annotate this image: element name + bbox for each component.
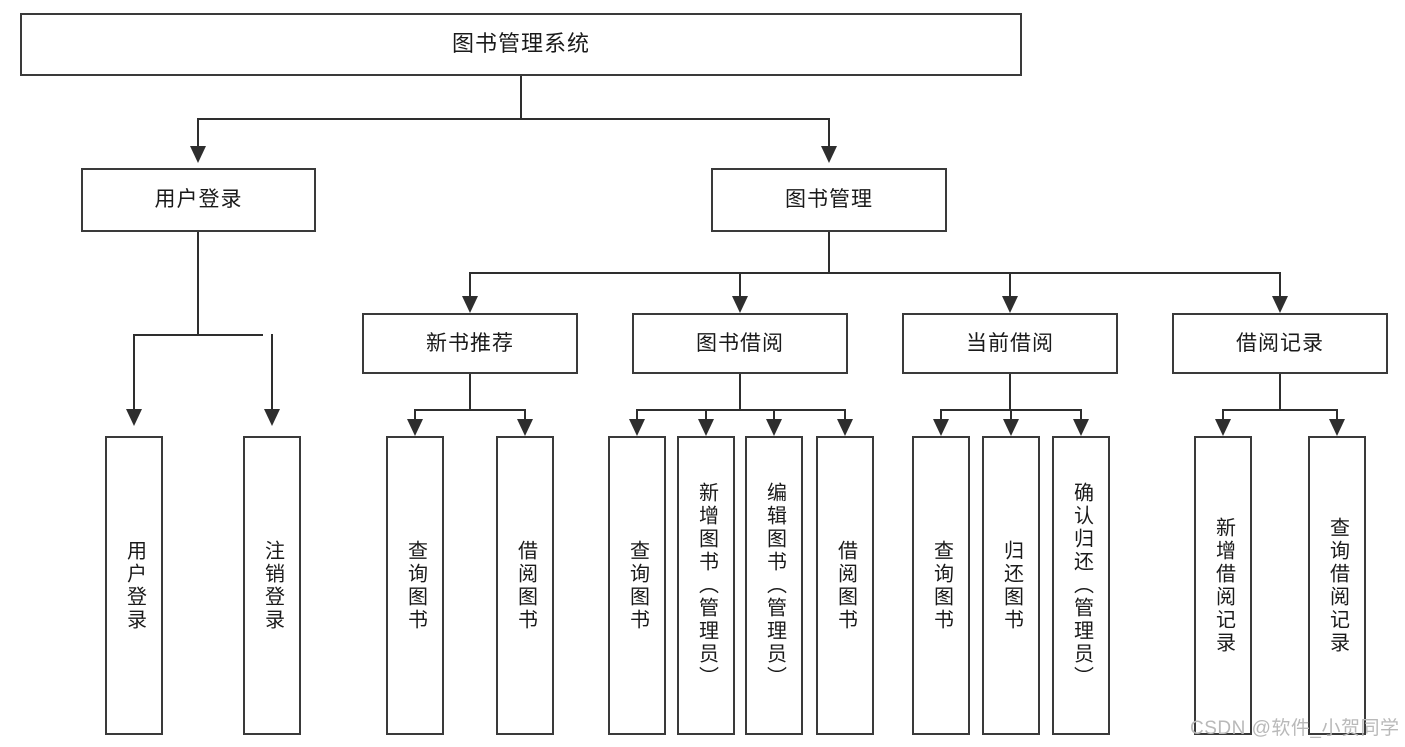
arrow-to-leaf-query-borrow-record [1329, 419, 1345, 436]
arrow-to-leaf-query-book-1 [407, 419, 423, 436]
arrow-to-leaf-borrow-book-2 [837, 419, 853, 436]
node-label: 图书管理系统 [451, 31, 590, 57]
arrow-to-book-manage [821, 146, 837, 163]
arrow-to-leaf-borrow-book-1 [517, 419, 533, 436]
node-label: 图书管理 [785, 188, 873, 212]
connector-root-drop-left [197, 118, 199, 146]
leaf-query-borrow-record[interactable]: 查询借阅记录 [1308, 436, 1366, 735]
connector-bb-drop-3 [773, 409, 775, 419]
node-label: 图书借阅 [696, 331, 784, 355]
leaf-label: 编辑图书（管理员） [763, 482, 786, 689]
arrow-to-leaf-query-book-3 [933, 419, 949, 436]
connector-bb-drop-2 [705, 409, 707, 419]
connector-br-drop-1 [1222, 409, 1224, 419]
connector-nbr-bus [414, 409, 526, 411]
leaf-label: 新增借阅记录 [1212, 516, 1235, 655]
connector-bb-drop-1 [636, 409, 638, 419]
leaf-confirm-return[interactable]: 确认归还（管理员） [1052, 436, 1110, 735]
node-book-manage[interactable]: 图书管理 [711, 168, 947, 232]
node-new-book-recommend[interactable]: 新书推荐 [362, 313, 578, 374]
connector-root-stem [520, 76, 522, 119]
connector-bm-drop-2 [739, 272, 741, 296]
node-label: 当前借阅 [966, 331, 1054, 355]
arrow-to-leaf-logout-login [264, 409, 280, 426]
leaf-add-borrow-record[interactable]: 新增借阅记录 [1194, 436, 1252, 735]
arrow-to-book-borrow [732, 296, 748, 313]
leaf-label: 用户登录 [123, 539, 146, 632]
leaf-label: 新增图书（管理员） [695, 482, 718, 689]
leaf-label: 查询图书 [626, 539, 649, 632]
leaf-user-login[interactable]: 用户登录 [105, 436, 163, 735]
connector-book-manage-stem [828, 232, 830, 273]
leaf-label: 查询图书 [404, 539, 427, 632]
leaf-edit-book[interactable]: 编辑图书（管理员） [745, 436, 803, 735]
arrow-to-leaf-confirm-return [1073, 419, 1089, 436]
arrow-to-borrow-record [1272, 296, 1288, 313]
leaf-label: 归还图书 [1000, 539, 1023, 632]
arrow-to-current-borrow [1002, 296, 1018, 313]
arrow-to-leaf-return-book [1003, 419, 1019, 436]
leaf-borrow-book-2[interactable]: 借阅图书 [816, 436, 874, 735]
connector-br-stem [1279, 374, 1281, 410]
leaf-add-book[interactable]: 新增图书（管理员） [677, 436, 735, 735]
arrow-to-leaf-edit-book [766, 419, 782, 436]
connector-user-login-bus [133, 334, 263, 336]
connector-cb-drop-1 [940, 409, 942, 419]
connector-bb-bus [636, 409, 846, 411]
connector-user-login-drop-1 [133, 334, 135, 409]
node-book-borrow[interactable]: 图书借阅 [632, 313, 848, 374]
leaf-logout-login[interactable]: 注销登录 [243, 436, 301, 735]
connector-book-manage-bus [469, 272, 1281, 274]
connector-bb-stem [739, 374, 741, 410]
leaf-label: 借阅图书 [514, 539, 537, 632]
connector-nbr-drop-1 [414, 409, 416, 419]
connector-nbr-drop-2 [524, 409, 526, 419]
connector-bb-drop-4 [844, 409, 846, 419]
leaf-query-book-1[interactable]: 查询图书 [386, 436, 444, 735]
connector-bm-drop-1 [469, 272, 471, 296]
leaf-label: 查询图书 [930, 539, 953, 632]
connector-user-login-drop-2 [271, 334, 273, 409]
leaf-label: 注销登录 [261, 539, 284, 632]
connector-bm-drop-4 [1279, 272, 1281, 296]
arrow-to-new-book-recommend [462, 296, 478, 313]
connector-user-login-stem [197, 232, 199, 335]
connector-cb-stem [1009, 374, 1011, 410]
node-label: 用户登录 [154, 188, 243, 212]
arrow-to-leaf-add-book [698, 419, 714, 436]
connector-nbr-stem [469, 374, 471, 410]
connector-br-bus [1222, 409, 1338, 411]
arrow-to-leaf-user-login [126, 409, 142, 426]
node-label: 借阅记录 [1236, 331, 1324, 355]
connector-br-drop-2 [1336, 409, 1338, 419]
connector-bm-drop-3 [1009, 272, 1011, 296]
leaf-query-book-3[interactable]: 查询图书 [912, 436, 970, 735]
node-current-borrow[interactable]: 当前借阅 [902, 313, 1118, 374]
leaf-label: 确认归还（管理员） [1070, 482, 1093, 689]
leaf-label: 查询借阅记录 [1326, 516, 1349, 655]
arrow-to-user-login [190, 146, 206, 163]
leaf-return-book[interactable]: 归还图书 [982, 436, 1040, 735]
leaf-query-book-2[interactable]: 查询图书 [608, 436, 666, 735]
node-borrow-record[interactable]: 借阅记录 [1172, 313, 1388, 374]
connector-cb-drop-3 [1080, 409, 1082, 419]
connector-cb-drop-2 [1010, 409, 1012, 419]
node-root-system[interactable]: 图书管理系统 [20, 13, 1022, 76]
connector-root-bus [197, 118, 830, 120]
arrow-to-leaf-add-borrow-record [1215, 419, 1231, 436]
leaf-borrow-book-1[interactable]: 借阅图书 [496, 436, 554, 735]
node-user-login[interactable]: 用户登录 [81, 168, 316, 232]
leaf-label: 借阅图书 [834, 539, 857, 632]
connector-root-drop-right [828, 118, 830, 146]
node-label: 新书推荐 [426, 331, 514, 355]
arrow-to-leaf-query-book-2 [629, 419, 645, 436]
